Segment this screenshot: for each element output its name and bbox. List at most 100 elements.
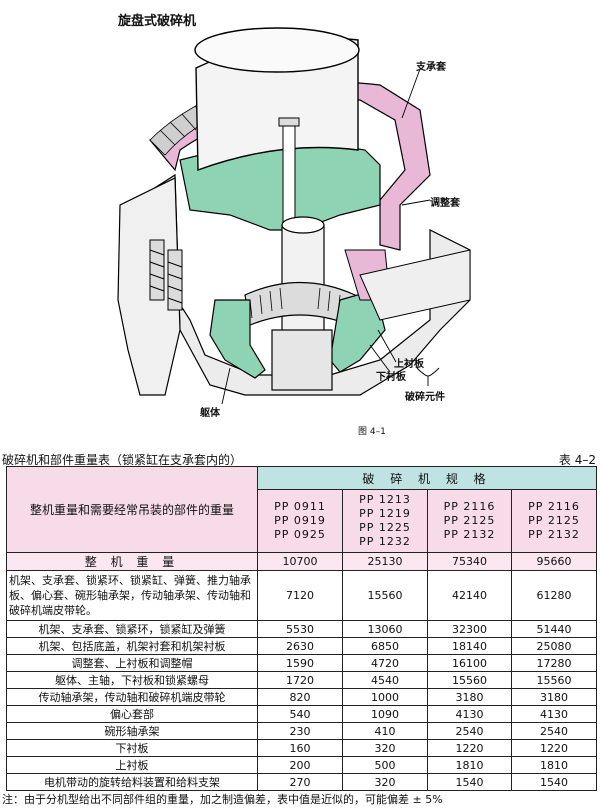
model-name: PP 1225 [359, 521, 411, 534]
crusher-figure: 旋盘式破碎机 支承套 调整套 上衬板 下衬板 躯体 破碎元件 图 4–1 [117, 14, 471, 437]
weight-cell: 13060 [342, 620, 428, 638]
weight-cell: 4130 [427, 705, 512, 723]
model-name: PP 2132 [528, 528, 580, 541]
weight-cell: 15560 [510, 671, 598, 689]
weight-cell: 6850 [342, 637, 428, 655]
row-label: 下衬板 [6, 739, 258, 757]
weight-cell: 61280 [510, 570, 598, 621]
weight-cell: 75340 [427, 552, 512, 571]
weight-cell: 1220 [427, 739, 512, 757]
weight-cell: 1720 [257, 671, 343, 689]
row-label: 躯体、主轴，下衬板和锁紧螺母 [6, 671, 258, 689]
callout-body: 躯体 [200, 408, 220, 419]
weight-cell: 2630 [257, 637, 343, 655]
callout-support-sleeve: 支承套 [416, 62, 446, 73]
weight-cell: 25130 [342, 552, 428, 571]
row-label: 整 机 重 量 [6, 552, 258, 571]
weight-cell: 160 [257, 739, 343, 757]
callout-lower-liner: 下衬板 [376, 372, 406, 383]
parts-header: 整机重量和需要经常吊装的部件的重量 [6, 466, 258, 553]
model-name: PP 0919 [274, 514, 326, 527]
weight-cell: 2540 [510, 722, 598, 740]
weight-cell: 25080 [510, 637, 598, 655]
table-caption: 破碎机和部件重量表（锁紧缸在支承套内的） [2, 453, 243, 467]
callout-adjust-sleeve: 调整套 [430, 198, 460, 209]
weight-cell: 17280 [510, 654, 598, 672]
model-name: PP 2116 [528, 500, 580, 513]
weight-cell: 1220 [510, 739, 598, 757]
weight-cell: 230 [257, 722, 343, 740]
weight-cell: 1540 [510, 773, 598, 791]
weight-cell: 820 [257, 688, 343, 706]
model-name: PP 2116 [443, 500, 496, 513]
model-name: PP 0911 [274, 500, 326, 513]
model-name: PP 1232 [359, 535, 411, 548]
weight-cell: 15560 [342, 570, 428, 621]
weight-cell: 1540 [427, 773, 512, 791]
weight-cell: 320 [342, 773, 428, 791]
spec-header: 破 碎 机 规 格 [256, 466, 598, 490]
row-label: 上衬板 [6, 756, 258, 774]
weight-cell: 5530 [257, 620, 343, 638]
weight-cell: 15560 [427, 671, 512, 689]
callout-upper-liner: 上衬板 [394, 359, 424, 370]
model-name: PP 1219 [359, 507, 411, 520]
row-label: 偏心套部 [6, 705, 258, 723]
weight-cell: 18140 [427, 637, 512, 655]
weight-cell: 95660 [510, 552, 598, 571]
row-label: 机架、支承套、锁紧环，锁紧缸及弹簧 [6, 620, 258, 638]
weight-cell: 2540 [427, 722, 512, 740]
weight-cell: 3180 [510, 688, 598, 706]
weight-cell: 42140 [427, 570, 512, 621]
row-label: 碗形轴承架 [6, 722, 258, 740]
model-name: PP 2132 [443, 528, 496, 541]
weight-cell: 410 [342, 722, 428, 740]
model-name: PP 2125 [528, 514, 580, 527]
weight-cell: 1090 [342, 705, 428, 723]
weight-cell: 4130 [510, 705, 598, 723]
crusher-cutaway-illustration [117, 27, 471, 405]
weight-cell: 1000 [342, 688, 428, 706]
weight-cell: 3180 [427, 688, 512, 706]
weight-cell: 16100 [427, 654, 512, 672]
model-name: PP 0925 [274, 528, 326, 541]
weight-cell: 4540 [342, 671, 428, 689]
callout-crushing-element: 破碎元件 [405, 392, 445, 403]
weight-cell: 500 [342, 756, 428, 774]
model-name: PP 1213 [359, 493, 411, 506]
table-number: 表 4–2 [558, 453, 596, 467]
table-row: 机架、支承套、锁紧环、锁紧缸、弹簧、推力轴承板、偏心套、碗形轴承架，传动轴承架、… [6, 570, 598, 621]
model-name: PP 2125 [443, 514, 496, 527]
row-label: 机架、支承套、锁紧环、锁紧缸、弹簧、推力轴承板、偏心套、碗形轴承架，传动轴承架、… [6, 570, 258, 621]
row-label: 机架、包括底盖，机架衬套和机架衬板 [6, 637, 258, 655]
weight-cell: 10700 [257, 552, 343, 571]
weight-cell: 51440 [510, 620, 598, 638]
weight-cell: 1810 [510, 756, 598, 774]
weight-cell: 540 [257, 705, 343, 723]
row-label: 调整套、上衬板和调整帽 [6, 654, 258, 672]
figure-number: 图 4–1 [358, 427, 386, 437]
weight-cell: 320 [342, 739, 428, 757]
weight-cell: 7120 [257, 570, 343, 621]
weight-cell: 32300 [427, 620, 512, 638]
weight-cell: 200 [257, 756, 343, 774]
row-label: 电机带动的旋转给料装置和给料支架 [6, 773, 258, 791]
